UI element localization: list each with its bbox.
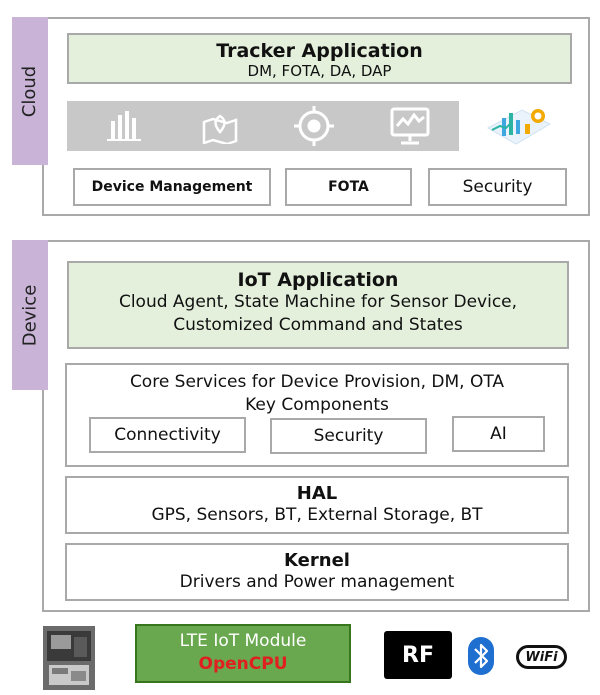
component-connectivity-label: Connectivity — [114, 425, 221, 445]
opencpu-label: OpenCPU — [198, 654, 288, 674]
iot-application-title: IoT Application — [237, 269, 399, 291]
wifi-label: WiFi — [525, 649, 558, 665]
wifi-icon: WiFi — [516, 645, 567, 669]
chip-board-icon — [42, 625, 96, 691]
iot-application-line-1: Cloud Agent, State Machine for Sensor De… — [118, 292, 518, 312]
lte-iot-module-label: LTE IoT Module — [179, 631, 307, 651]
component-connectivity: Connectivity — [89, 417, 246, 453]
hal-box: HAL GPS, Sensors, BT, External Storage, … — [65, 476, 569, 534]
tracker-application-subtitle: DM, FOTA, DA, DAP — [247, 62, 392, 80]
rf-label: RF — [402, 642, 434, 668]
cloud-tab-label: Cloud — [19, 65, 41, 117]
tracker-application-title: Tracker Application — [216, 40, 423, 62]
hal-title: HAL — [296, 483, 338, 504]
analytics-illustration-icon — [482, 100, 554, 152]
core-services-line-2: Key Components — [245, 395, 389, 415]
kernel-title: Kernel — [284, 550, 350, 571]
bluetooth-icon — [468, 637, 494, 675]
service-fota: FOTA — [285, 168, 412, 206]
cloud-tab: Cloud — [12, 17, 48, 165]
bar-chart-icon — [99, 101, 149, 151]
service-fota-label: FOTA — [328, 179, 369, 195]
core-services-line-1: Core Services for Device Provision, DM, … — [129, 372, 505, 392]
service-security: Security — [428, 168, 567, 206]
component-security-label: Security — [313, 426, 384, 446]
cloud-icon-bar — [67, 101, 459, 151]
service-device-management-label: Device Management — [91, 179, 253, 195]
service-security-label: Security — [462, 177, 533, 197]
device-tab-label: Device — [19, 284, 41, 346]
map-pin-icon — [195, 101, 245, 151]
monitor-chart-icon — [385, 101, 435, 151]
component-ai-label: AI — [490, 424, 507, 444]
kernel-box: Kernel Drivers and Power management — [65, 543, 569, 601]
target-icon — [289, 101, 339, 151]
kernel-subtitle: Drivers and Power management — [179, 572, 455, 592]
iot-application-line-2: Customized Command and States — [173, 315, 463, 335]
component-security: Security — [270, 418, 427, 454]
lte-iot-module: LTE IoT Module OpenCPU — [135, 624, 351, 683]
hal-subtitle: GPS, Sensors, BT, External Storage, BT — [151, 505, 483, 525]
device-tab: Device — [12, 240, 48, 390]
service-device-management: Device Management — [73, 168, 271, 206]
iot-application-box: IoT Application Cloud Agent, State Machi… — [67, 261, 569, 349]
component-ai: AI — [452, 416, 545, 452]
rf-badge: RF — [384, 631, 452, 679]
tracker-application-box: Tracker Application DM, FOTA, DA, DAP — [67, 33, 572, 84]
